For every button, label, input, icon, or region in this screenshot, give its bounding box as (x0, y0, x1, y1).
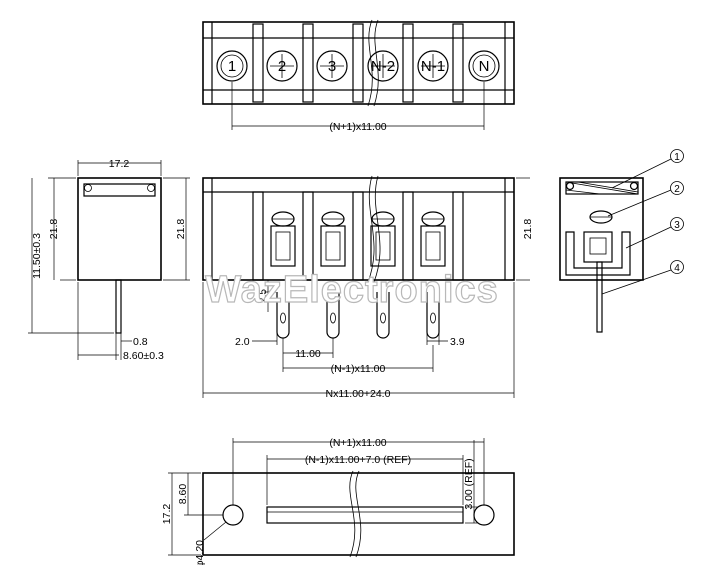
bottom-slot-dim: (N-1)x11.00+7.0 (REF) (305, 454, 411, 466)
front-view: 2.5 2.0 3.9 11.00 (N-1)x11.00 Nx11.00+24… (202, 175, 530, 400)
bottom-width-dim: 17.2 (161, 504, 173, 525)
bottom-slot-height-dim: 3.00 (REF) (463, 458, 475, 509)
screw-n: N (468, 50, 500, 82)
front-pin-length-dim: 2.5 (258, 289, 269, 303)
terminal-label-2: 2 (278, 58, 286, 75)
front-pin-hole-dim: 2.0 (235, 336, 250, 348)
front-total-dim: Nx11.00+24.0 (326, 388, 391, 400)
screw-n-2: N-2 (367, 50, 399, 82)
terminal-label-n-2: N-2 (371, 58, 395, 75)
top-view-body (202, 21, 515, 105)
side-total-height-dim: 11.50±0.3 (31, 233, 43, 279)
side-pin-offset-dim: 8.60±0.3 (123, 350, 164, 362)
front-view-body (202, 177, 515, 281)
bottom-view: (N+1)x11.00 (N-1)x11.00+7.0 (REF) 3.00 (… (161, 437, 515, 565)
terminal-label-3: 3 (328, 58, 336, 75)
top-view: 1 2 3 N-2 N-1 N (202, 19, 515, 133)
front-pitch-dim: 11.00 (295, 348, 321, 360)
side-pin-thickness-dim: 0.8 (133, 336, 148, 348)
side-width-dim: 17.2 (109, 158, 130, 170)
callout-1: 1 (674, 152, 680, 163)
screw-3: 3 (316, 50, 348, 82)
bottom-half-width-dim: 8.60 (177, 484, 189, 505)
bottom-mount-dim: (N+1)x11.00 (329, 437, 386, 449)
side-view-body (77, 177, 162, 281)
side-right-height-dim: 21.8 (175, 219, 187, 240)
top-pitch-dim: (N+1)x11.00 (329, 121, 386, 133)
side-height-dim: 21.8 (48, 219, 60, 240)
side-view: 17.2 11.50±0.3 21.8 21.8 0.8 8.60±0.3 (28, 158, 190, 362)
front-screw-n-2 (370, 211, 396, 267)
terminal-label-1: 1 (228, 58, 236, 75)
callout-3: 3 (674, 220, 680, 231)
watermark: WazElectronics (205, 269, 498, 311)
front-screw-n-1 (420, 211, 446, 267)
terminal-label-n-1: N-1 (421, 58, 445, 75)
front-height-dim: 21.8 (522, 219, 534, 240)
front-screw-3 (320, 211, 346, 267)
callout-4: 4 (674, 263, 680, 274)
front-pin-width-dim: 3.9 (450, 336, 465, 348)
screw-n-1: N-1 (417, 50, 449, 82)
section-view: 1 2 3 4 (559, 149, 684, 333)
front-span-dim: (N-1)x11.00 (331, 363, 386, 375)
screw-1: 1 (216, 50, 248, 82)
callout-2: 2 (674, 184, 680, 195)
front-screw-2 (270, 211, 296, 267)
terminal-label-n: N (479, 58, 490, 75)
bottom-hole-dim: φ4.20 (194, 540, 206, 565)
screw-2: 2 (266, 50, 298, 82)
